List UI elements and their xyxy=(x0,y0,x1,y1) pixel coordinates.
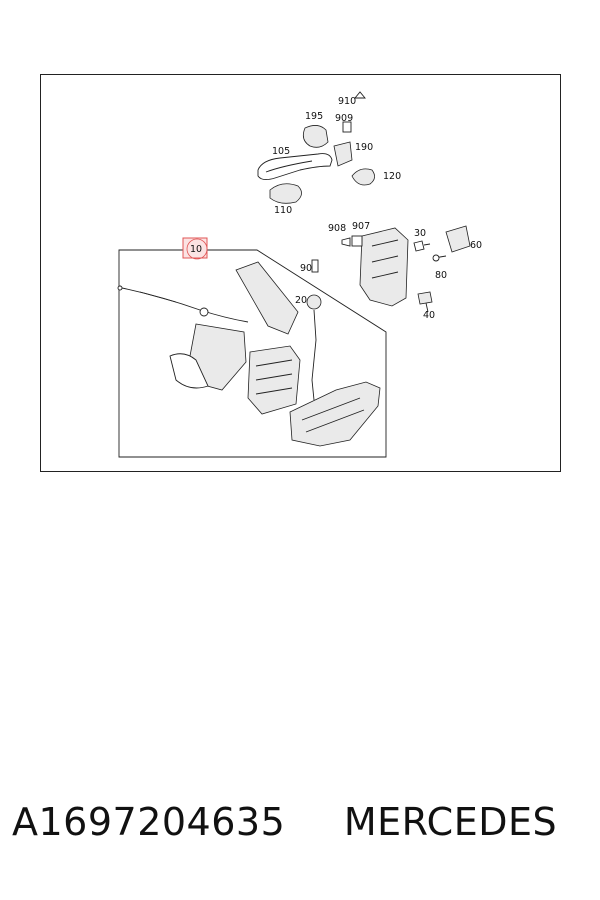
callout-10: 10 xyxy=(190,244,202,255)
callout-908: 908 xyxy=(328,223,346,234)
callout-909: 909 xyxy=(335,113,353,124)
callout-60: 60 xyxy=(470,240,482,251)
callout-40: 40 xyxy=(423,310,435,321)
brand-name: MERCEDES xyxy=(343,800,558,844)
callout-190: 190 xyxy=(355,142,373,153)
door-lock-assembly xyxy=(341,225,471,313)
part-caption: A1697204635 MERCEDES xyxy=(12,800,592,870)
callout-195: 195 xyxy=(305,111,323,122)
callout-910: 910 xyxy=(338,96,356,107)
callout-10-highlight[interactable]: 10 xyxy=(182,237,208,260)
callout-80: 80 xyxy=(435,270,447,281)
inner-lock-mechanism xyxy=(117,259,381,447)
callout-20: 20 xyxy=(295,295,307,306)
subassembly-outline xyxy=(118,249,387,458)
callout-907: 907 xyxy=(352,221,370,232)
callout-110: 110 xyxy=(274,205,292,216)
callout-30: 30 xyxy=(414,228,426,239)
diagram-frame xyxy=(40,74,561,472)
callout-120: 120 xyxy=(383,171,401,182)
part-number: A1697204635 xyxy=(12,800,286,844)
callout-90: 90 xyxy=(300,263,312,274)
callout-105: 105 xyxy=(272,146,290,157)
outer-handle-assembly xyxy=(257,91,375,204)
